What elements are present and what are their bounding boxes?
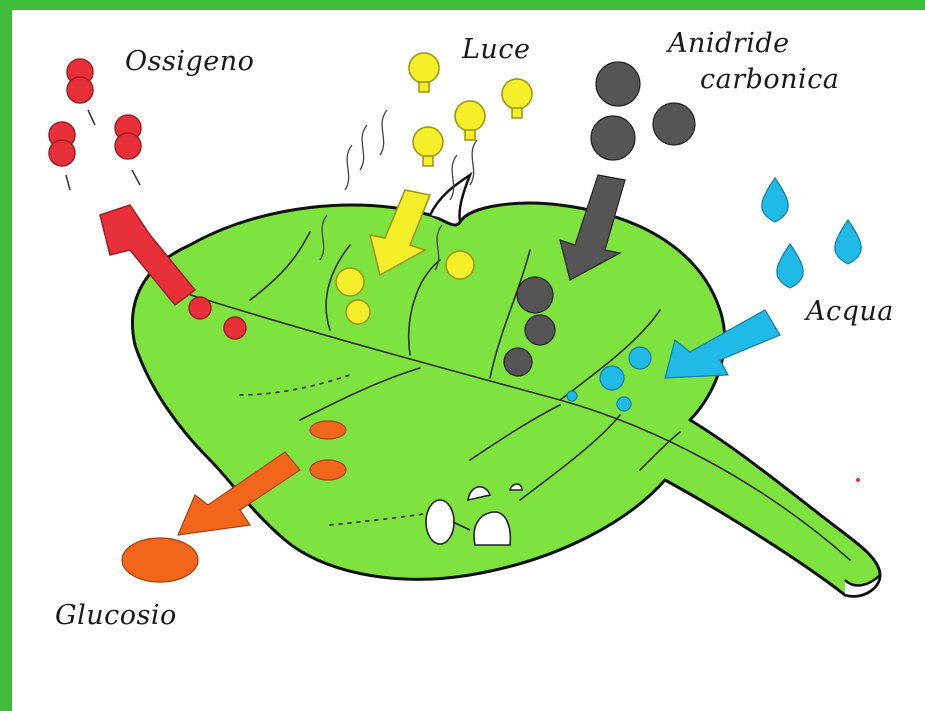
light-bulb — [455, 101, 485, 140]
label-co2-line1: Anidride — [665, 28, 790, 59]
photosynthesis-diagram: Ossigeno Luce Anidride carbonica Acqua G… — [12, 10, 925, 711]
oxygen-molecule — [67, 59, 93, 103]
label-light: Luce — [461, 34, 530, 65]
co2-molecule — [596, 62, 640, 106]
co2-molecule — [653, 103, 695, 145]
oxygen-molecule — [115, 115, 141, 159]
water-drop — [835, 220, 861, 264]
label-oxygen: Ossigeno — [125, 46, 254, 77]
glucose-molecule — [122, 538, 198, 582]
light-bulb — [409, 53, 439, 92]
light-bulb — [502, 79, 532, 118]
label-glucose: Glucosio — [55, 600, 177, 631]
diagram-frame: Ossigeno Luce Anidride carbonica Acqua G… — [12, 10, 925, 711]
label-water: Acqua — [803, 296, 894, 327]
co2-molecule — [591, 116, 635, 160]
water-drop — [777, 244, 803, 288]
oxygen-molecule — [49, 122, 75, 166]
label-co2-line2: carbonica — [700, 64, 839, 95]
water-drop — [762, 178, 788, 222]
light-bulb — [413, 127, 443, 166]
